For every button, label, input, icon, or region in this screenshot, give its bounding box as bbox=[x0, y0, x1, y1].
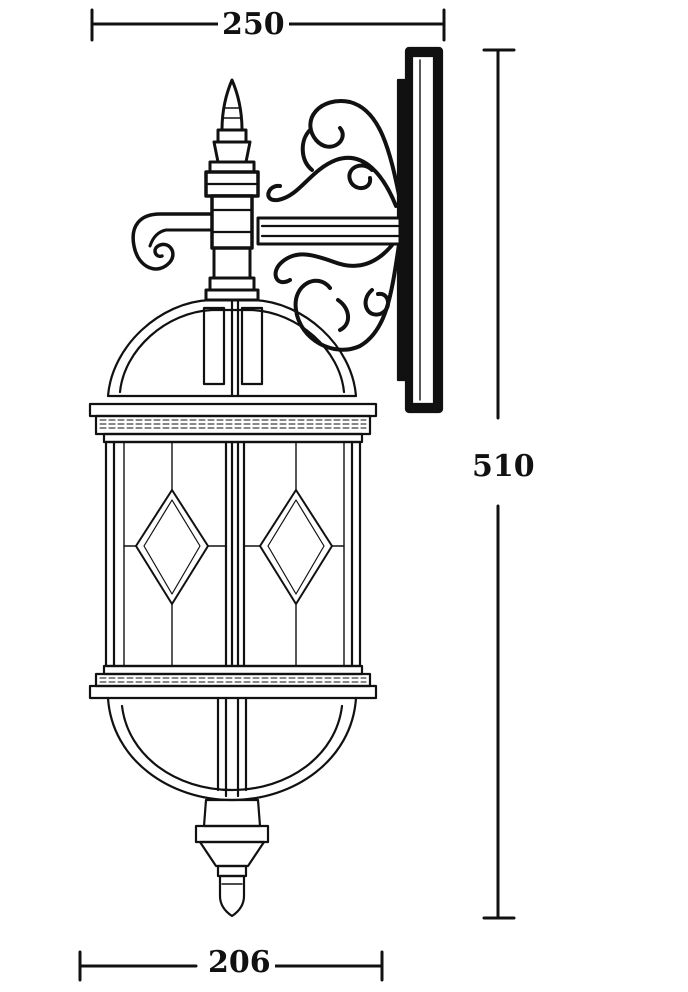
upper-band bbox=[88, 402, 378, 444]
top-finial bbox=[204, 78, 260, 302]
lower-bowl bbox=[106, 696, 358, 802]
dimension-bottom-label: 206 bbox=[204, 948, 275, 978]
dimension-top-label: 250 bbox=[218, 10, 289, 40]
bottom-finial bbox=[194, 798, 270, 918]
dimension-height-label: 510 bbox=[468, 452, 539, 482]
wall-plate bbox=[396, 46, 444, 414]
dimension-height bbox=[482, 48, 516, 920]
glass-body bbox=[104, 440, 362, 668]
scroll-bracket bbox=[266, 99, 402, 352]
dimension-bottom bbox=[78, 950, 384, 982]
support-arm bbox=[131, 212, 402, 271]
upper-dome bbox=[106, 298, 358, 398]
lower-band bbox=[88, 664, 378, 700]
